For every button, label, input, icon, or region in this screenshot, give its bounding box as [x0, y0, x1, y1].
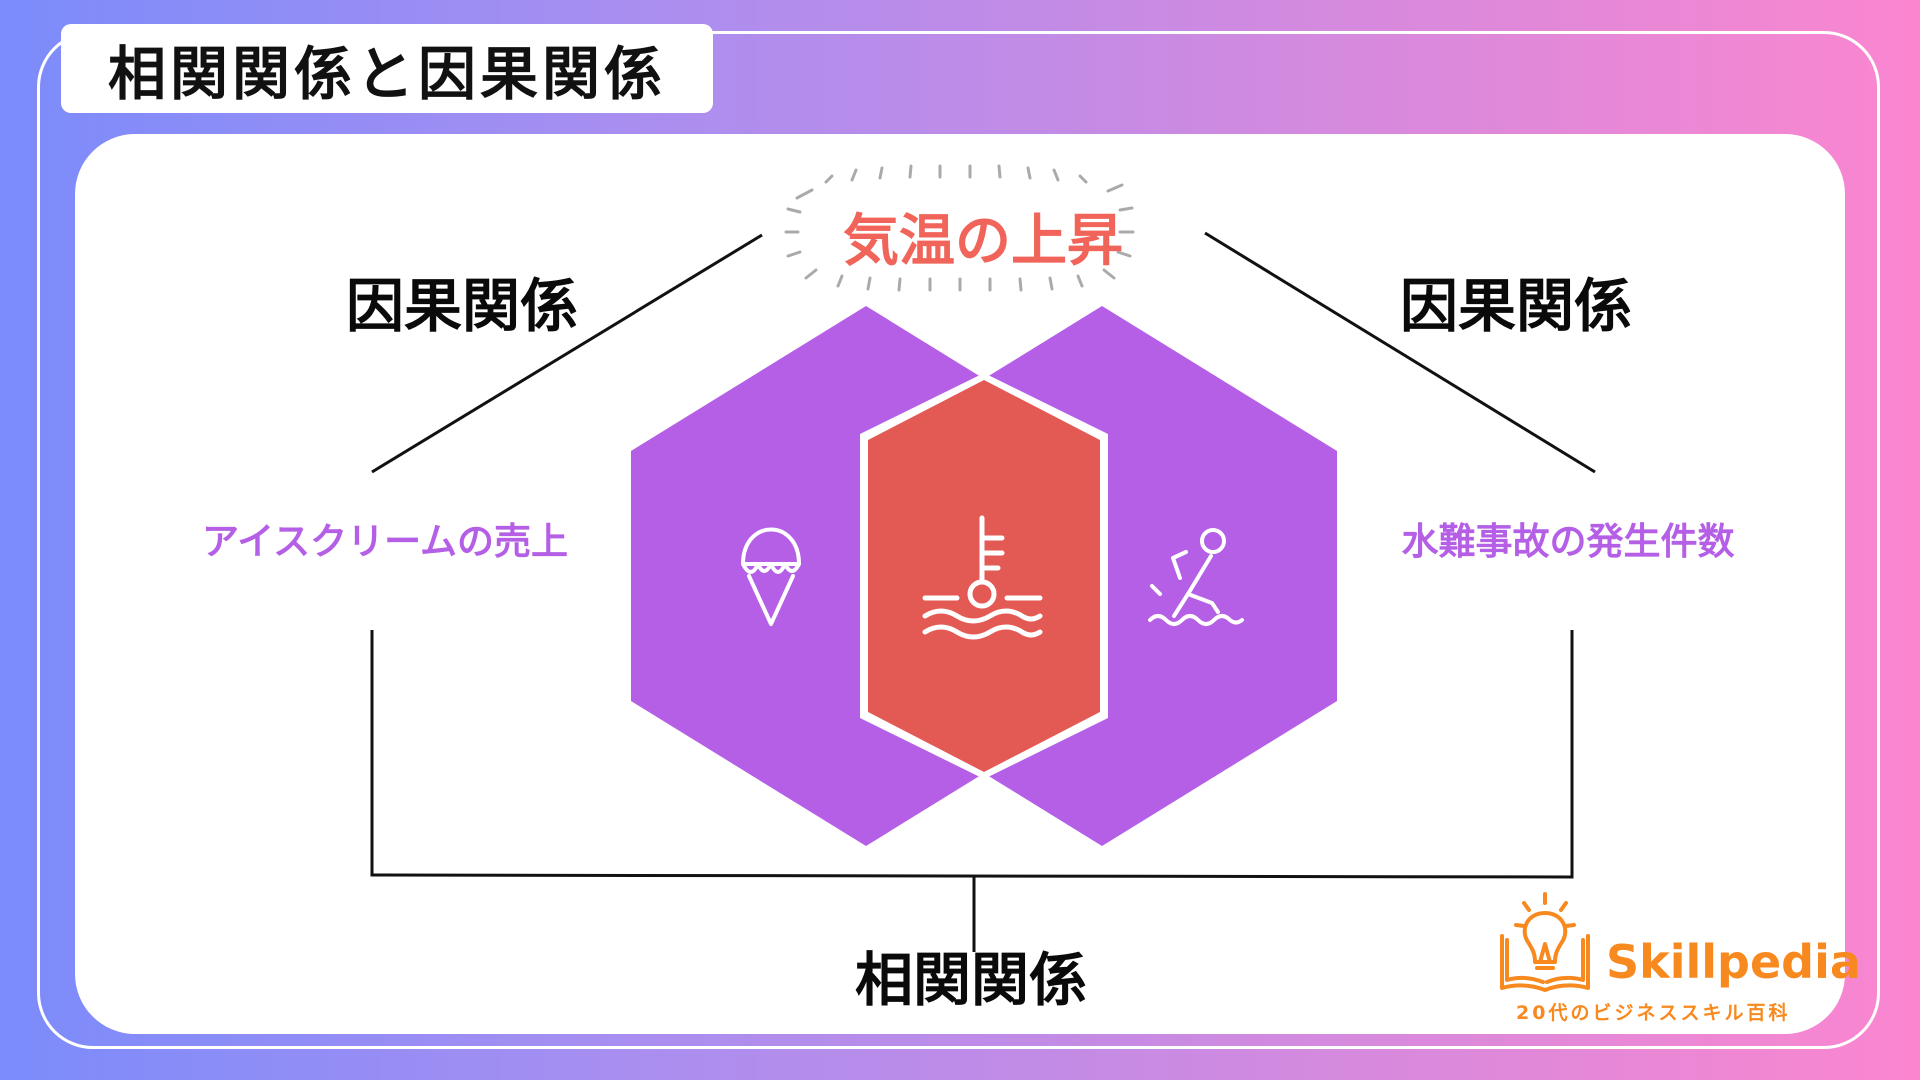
temperature-water-icon — [922, 515, 1043, 640]
correlation-bracket — [370, 630, 1574, 879]
logo-name: Skillpedia — [1606, 935, 1861, 989]
right-causal-label: 因果関係 — [1400, 272, 1632, 340]
page-title: 相関関係と因果関係 — [107, 39, 666, 108]
outer-frame — [37, 31, 1880, 1049]
swimmer-icon — [1148, 528, 1244, 626]
correlation-label: 相関関係 — [855, 946, 1087, 1014]
logo-tagline: 20代のビジネススキル百科 — [1516, 1001, 1790, 1024]
right-causal-line — [1204, 231, 1596, 474]
left-effect-label: アイスクリームの売上 — [202, 520, 568, 563]
ice-cream-icon — [741, 527, 801, 626]
connector-lines — [370, 231, 1596, 952]
left-causal-label: 因果関係 — [346, 272, 578, 340]
right-effect-label: 水難事故の発生件数 — [1402, 520, 1735, 563]
cause-label: 気温の上昇 — [843, 209, 1123, 274]
left-causal-line — [371, 233, 763, 474]
title-box: 相関関係と因果関係 — [61, 24, 713, 113]
sunburst-rays — [784, 164, 1135, 292]
lightbulb-book-icon — [1500, 892, 1590, 992]
skillpedia-logo: Skillpedia 20代のビジネススキル百科 — [1500, 892, 1861, 1024]
